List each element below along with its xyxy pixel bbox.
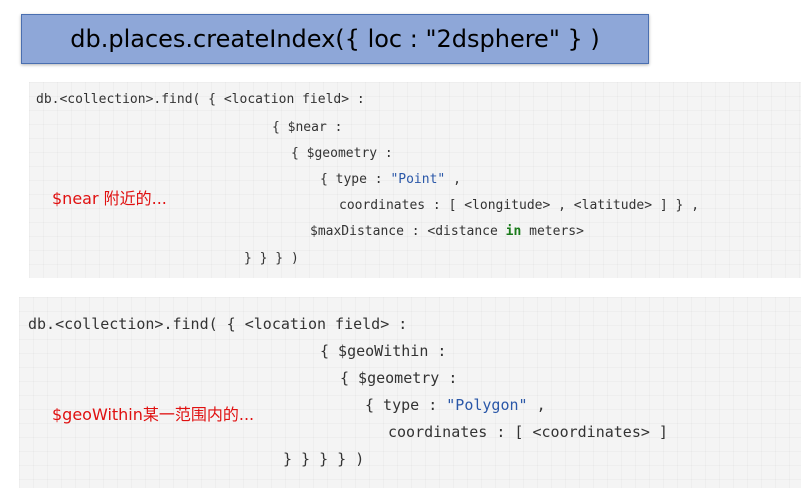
slide-title-text: db.places.createIndex({ loc : "2dsphere"…	[70, 25, 600, 53]
near-note: $near 附近的...	[52, 189, 167, 208]
code-text: ,	[527, 396, 546, 414]
code-text: $maxDistance : <distance	[310, 224, 506, 239]
point-string: "Point"	[390, 172, 446, 187]
code-text: meters>	[521, 224, 584, 239]
geowithin-code-block: db.<collection>.find( { <location field>…	[19, 297, 801, 488]
code-line: coordinates : [ <coordinates> ]	[388, 423, 668, 441]
polygon-string: "Polygon"	[446, 396, 528, 414]
code-line: $maxDistance : <distance in meters>	[310, 224, 584, 239]
geowithin-note: $geoWithin某一范围内的...	[52, 405, 255, 424]
in-keyword: in	[505, 224, 522, 239]
slide-title: db.places.createIndex({ loc : "2dsphere"…	[21, 14, 649, 64]
code-line: { $near :	[272, 120, 343, 135]
code-line: db.<collection>.find( { <location field>…	[28, 315, 408, 333]
code-line: { $geoWithin :	[320, 342, 447, 360]
code-line: { $geometry :	[340, 369, 458, 387]
code-text: { type :	[320, 172, 391, 187]
code-text: { type :	[365, 396, 447, 414]
code-line: coordinates : [ <longitude> , <latitude>…	[339, 198, 700, 213]
code-line: db.<collection>.find( { <location field>…	[36, 92, 365, 107]
code-line: { type : "Polygon" ,	[365, 396, 546, 414]
code-line: { type : "Point" ,	[320, 172, 461, 187]
code-line: } } } )	[244, 251, 299, 266]
code-text: ,	[445, 172, 461, 187]
code-line: { $geometry :	[291, 146, 393, 161]
near-code-block: db.<collection>.find( { <location field>…	[29, 82, 801, 278]
code-line: } } } } )	[283, 450, 365, 468]
